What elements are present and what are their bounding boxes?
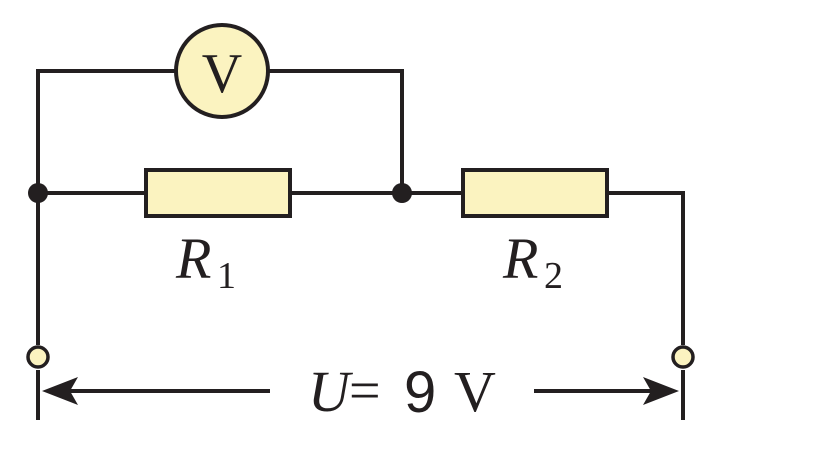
voltage-arrowhead-left (42, 377, 78, 405)
r2-label: R 2 (502, 226, 563, 297)
voltage-label: U = 9 V (308, 359, 496, 425)
wire-r2-to-right (605, 191, 685, 345)
r1-label: R 1 (175, 226, 236, 297)
r1-label-symbol: R (175, 226, 211, 291)
voltmeter-left-wire (36, 69, 178, 195)
junction-middle (392, 183, 412, 203)
voltage-label-equals: = (349, 360, 381, 422)
voltmeter (174, 23, 270, 119)
resistor-r1 (144, 168, 292, 218)
terminal-left (26, 345, 50, 369)
resistor-r2 (461, 168, 609, 218)
voltage-label-symbol: U (308, 359, 354, 424)
voltmeter-symbol: V (202, 43, 242, 105)
junction-left (28, 183, 48, 203)
terminal-right (671, 345, 695, 369)
r2-label-symbol: R (502, 226, 538, 291)
voltage-label-value: 9 (404, 360, 436, 425)
r1-label-subscript: 1 (217, 255, 236, 297)
voltage-label-unit: V (454, 359, 496, 424)
voltmeter-right-wire (266, 69, 404, 195)
voltage-arrowhead-right (643, 377, 679, 405)
r2-label-subscript: 2 (544, 255, 563, 297)
